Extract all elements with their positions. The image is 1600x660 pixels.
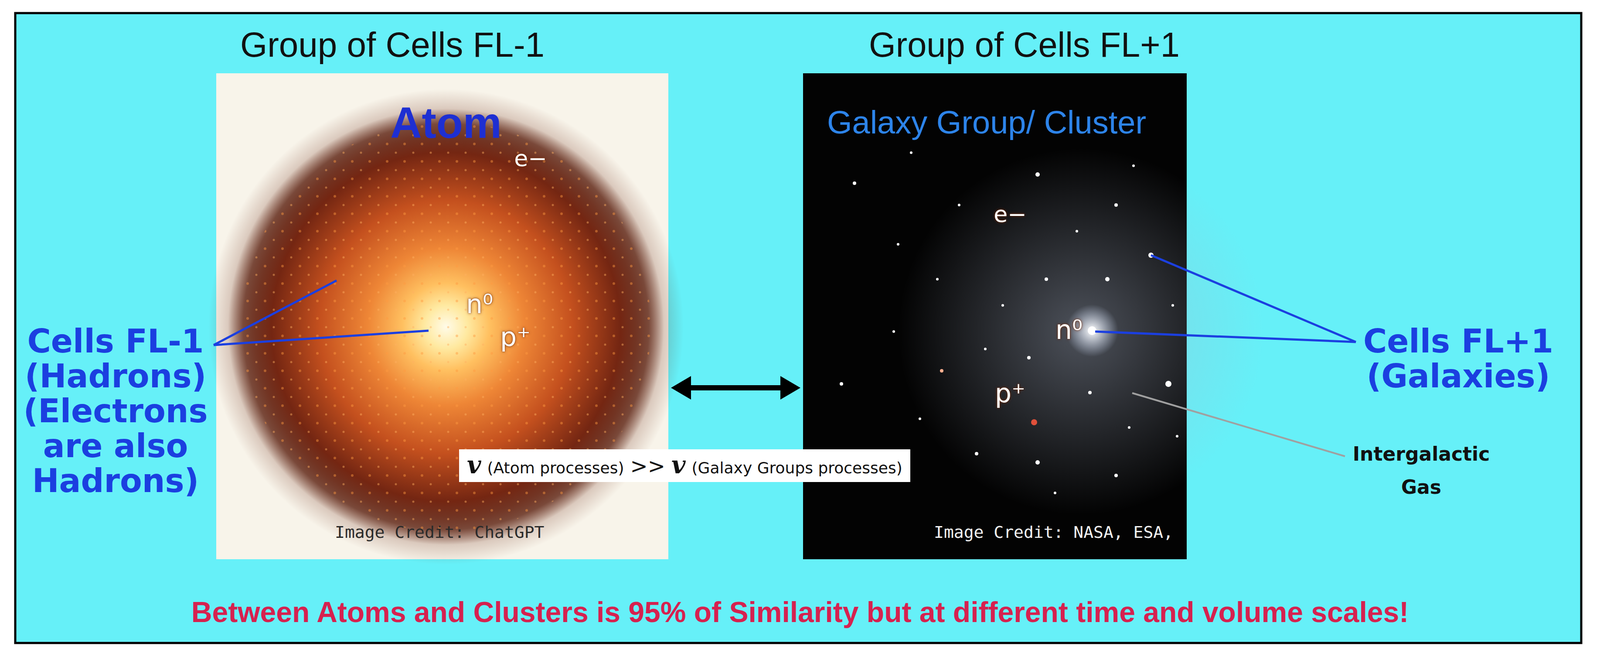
frame bbox=[15, 13, 1582, 643]
particle-label: e− bbox=[514, 144, 548, 172]
gas-label-group: Intergalactic Gas bbox=[1347, 437, 1496, 504]
caption-text: Between Atoms and Clusters is 95% of Sim… bbox=[191, 594, 1409, 630]
arrow-shaft bbox=[688, 384, 783, 391]
double-arrow bbox=[670, 375, 801, 400]
particle-label: n⁰ bbox=[1055, 313, 1083, 346]
velocity-symbol: v bbox=[671, 449, 686, 480]
cell-label: (Electrons are also Hadrons) bbox=[17, 393, 214, 498]
cell-label: Cells FL-1 bbox=[17, 323, 214, 359]
leader-line bbox=[213, 280, 337, 345]
group-heading: Group of Cells FL-1 bbox=[240, 23, 545, 66]
image-credit: Image Credit: ChatGPT bbox=[334, 522, 545, 543]
panel-title: Galaxy Group/ Cluster bbox=[827, 103, 1147, 143]
group-heading: Group of Cells FL+1 bbox=[868, 23, 1180, 66]
arrow-head bbox=[780, 375, 801, 400]
cell-label-group: Cells FL-1(Hadrons)(Electrons are also H… bbox=[17, 323, 214, 498]
particle-label: e− bbox=[993, 200, 1027, 228]
cell-label: Cells FL+1 bbox=[1360, 323, 1557, 359]
image-credit: Image Credit: NASA, ESA, bbox=[933, 522, 1174, 543]
cell-label-group: Cells FL+1(Galaxies) bbox=[1360, 323, 1557, 394]
cell-label: (Galaxies) bbox=[1360, 358, 1557, 394]
arrow-head bbox=[670, 375, 692, 400]
panel-title: Atom bbox=[390, 96, 502, 149]
atom-illustration bbox=[208, 73, 684, 565]
cell-label: (Hadrons) bbox=[17, 358, 214, 394]
particle-label: n⁰ bbox=[466, 288, 494, 320]
leader-line bbox=[1132, 392, 1345, 457]
galaxy-illustration bbox=[803, 73, 1265, 559]
leader-line bbox=[1150, 255, 1356, 342]
particle-label: p⁺ bbox=[500, 320, 531, 353]
gas-label: Intergalactic Gas bbox=[1347, 437, 1496, 504]
process-note: (Galaxy Groups processes) bbox=[691, 458, 903, 477]
leader-line bbox=[1095, 331, 1356, 342]
velocity-symbol: v bbox=[466, 449, 482, 480]
velocity-comparison-box: v(Atom processes)>>v(Galaxy Groups proce… bbox=[459, 449, 911, 482]
comparison-sign: >> bbox=[630, 453, 666, 479]
process-note: (Atom processes) bbox=[487, 458, 625, 477]
particle-label: p⁺ bbox=[994, 377, 1026, 409]
leader-line bbox=[213, 330, 429, 345]
